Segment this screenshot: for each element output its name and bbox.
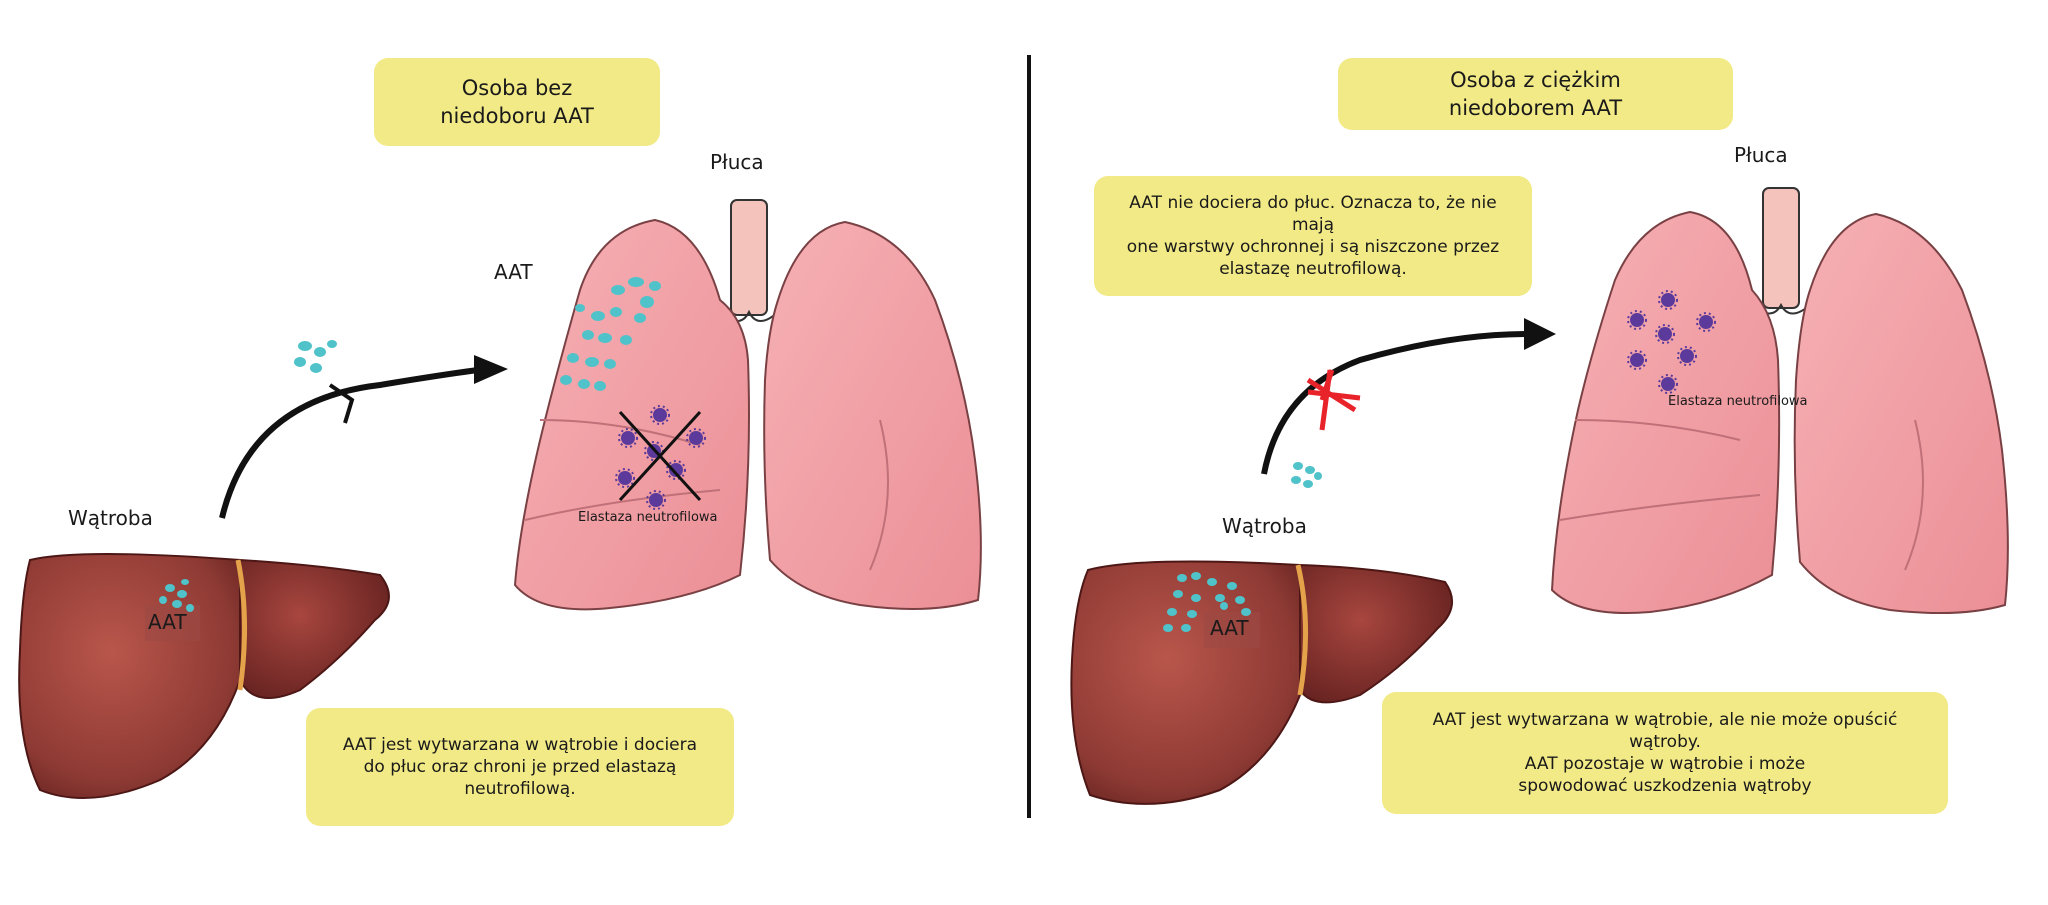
aat-particles-floating-right bbox=[1291, 462, 1322, 488]
lung-left-lobe-b bbox=[763, 220, 982, 610]
liver-label-left: Wątroba bbox=[68, 506, 153, 530]
note-box-right: AAT jest wytwarzana w wątrobie, ale nie … bbox=[1382, 692, 1948, 814]
lung-right-lobe-b bbox=[1793, 212, 2009, 615]
aat-label-left: AAT bbox=[494, 260, 533, 284]
title-left-line1: Osoba bez bbox=[461, 76, 573, 100]
arrow-liver-to-lungs-left bbox=[219, 355, 508, 519]
liver-right bbox=[1070, 560, 1453, 805]
lung-left-lobe-a bbox=[513, 218, 750, 611]
block-cross-right bbox=[1306, 369, 1361, 431]
title-left-line2: niedoboru AAT bbox=[440, 104, 594, 128]
callout-box-right: AAT nie dociera do płuc. Oznacza to, że … bbox=[1094, 176, 1532, 296]
title-box-left: Osoba bez niedoboru AAT bbox=[374, 58, 660, 146]
block-cross-left bbox=[618, 410, 702, 502]
lungs-left bbox=[513, 199, 982, 611]
elastase-label-left: Elastaza neutrofilowa bbox=[578, 510, 718, 525]
title-right-line2: niedoborem AAT bbox=[1448, 96, 1623, 120]
title-right-line1: Osoba z ciężkim bbox=[1450, 68, 1621, 92]
aat-particles-liver-left bbox=[159, 579, 194, 612]
title-box-right: Osoba z ciężkim niedoborem AAT bbox=[1338, 58, 1733, 130]
liver-aat-label-left: AAT bbox=[148, 610, 187, 634]
lungs-label-right: Płuca bbox=[1734, 143, 1788, 167]
liver-label-right: Wątroba bbox=[1222, 514, 1307, 538]
lungs-right bbox=[1550, 187, 2009, 615]
arrow-liver-to-lungs-right bbox=[1261, 318, 1556, 475]
liver-left bbox=[18, 553, 390, 799]
elastase-label-right: Elastaza neutrofilowa bbox=[1668, 394, 1808, 409]
aat-particles-floating-left bbox=[294, 340, 337, 373]
aat-particles-lung-left bbox=[560, 277, 661, 391]
liver-aat-label-right: AAT bbox=[1210, 616, 1249, 640]
note-box-left: AAT jest wytwarzana w wątrobie i dociera… bbox=[306, 708, 734, 826]
lungs-label-left: Płuca bbox=[710, 150, 764, 174]
aat-particles-liver-right bbox=[1163, 572, 1251, 632]
